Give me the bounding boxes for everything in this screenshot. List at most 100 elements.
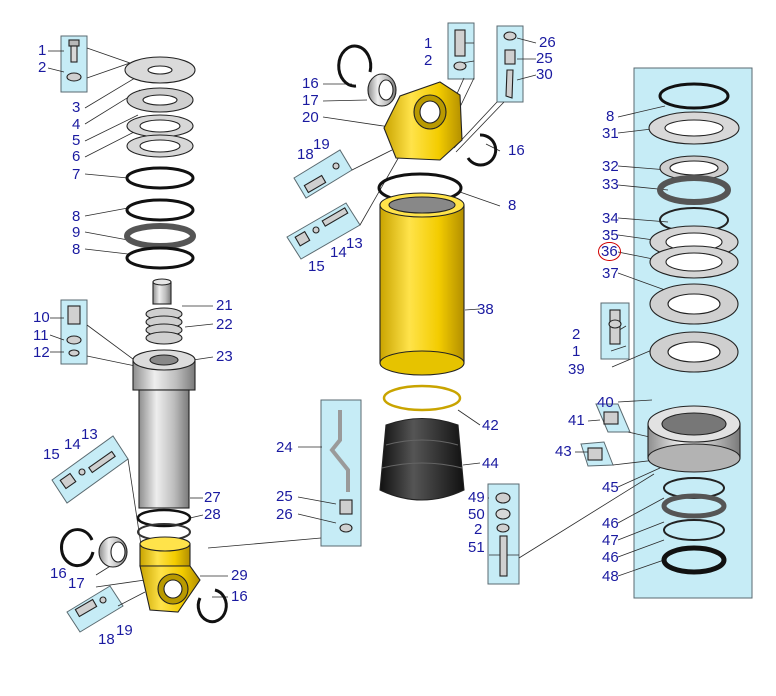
callout-43: 43 <box>555 443 572 460</box>
seal-27 <box>136 508 192 528</box>
nut-50 <box>495 508 511 520</box>
callout-48: 48 <box>602 568 619 585</box>
callout-30: 30 <box>536 66 553 83</box>
oring-7 <box>125 166 195 190</box>
callout-2: 2 <box>572 326 581 343</box>
callout-21: 21 <box>216 297 233 314</box>
washer-19-left <box>99 596 107 604</box>
highlight-circle: 36 <box>598 242 621 261</box>
callout-25: 25 <box>536 50 553 67</box>
callout-16: 16 <box>50 565 67 582</box>
washer-26-top <box>503 31 517 41</box>
washer-11 <box>66 335 82 345</box>
callout-14: 14 <box>330 244 347 261</box>
callout-35: 35 <box>602 227 619 244</box>
screw-13-left <box>88 450 116 474</box>
callout-49: 49 <box>468 489 485 506</box>
callout-38: 38 <box>477 301 494 318</box>
callout-41: 41 <box>568 412 585 429</box>
callout-50: 50 <box>468 506 485 523</box>
washer-49 <box>495 492 511 504</box>
snap-ring-16-top-left <box>337 44 373 88</box>
ring-42 <box>382 384 462 412</box>
nut-15-left <box>59 472 77 490</box>
washer-12 <box>68 349 80 357</box>
callout-39: 39 <box>568 361 585 378</box>
callout-16: 16 <box>231 588 248 605</box>
pipe-24 <box>329 410 350 492</box>
nipple-25-top <box>504 49 516 65</box>
callout-46: 46 <box>602 515 619 532</box>
callout-25: 25 <box>276 488 293 505</box>
callout-12: 12 <box>33 344 50 361</box>
callout-29: 29 <box>231 567 248 584</box>
oring-48 <box>661 545 727 575</box>
rod-eye-29 <box>139 536 201 613</box>
washer-14-left <box>78 468 86 476</box>
cylinder-barrel-23 <box>132 349 196 509</box>
callout-40: 40 <box>597 394 614 411</box>
callout-47: 47 <box>602 532 619 549</box>
screw-13-top <box>321 207 349 227</box>
callout-8: 8 <box>508 197 517 214</box>
callout-7: 7 <box>72 166 81 183</box>
washer-26-pipe <box>339 523 353 533</box>
stud-51 <box>499 535 508 577</box>
snap-ring-16-bottom <box>196 588 228 624</box>
callout-14: 14 <box>64 436 81 453</box>
callout-19: 19 <box>313 136 330 153</box>
hose-30 <box>505 69 514 99</box>
callout-3: 3 <box>72 99 81 116</box>
callout-2: 2 <box>38 59 47 76</box>
callout-8: 8 <box>72 208 81 225</box>
callout-20: 20 <box>302 109 319 126</box>
callout-15: 15 <box>308 258 325 275</box>
callout-51: 51 <box>468 539 485 556</box>
callout-37: 37 <box>602 265 619 282</box>
washer-14-top <box>312 226 320 234</box>
seal-47 <box>661 493 727 519</box>
callout-31: 31 <box>602 125 619 142</box>
callout-17: 17 <box>68 575 85 592</box>
plug-41 <box>603 411 619 425</box>
tube-38 <box>379 192 465 376</box>
callout-1: 1 <box>572 343 581 360</box>
fitting-18-top <box>303 174 327 194</box>
seal-33 <box>657 175 731 205</box>
callout-23: 23 <box>216 348 233 365</box>
callout-42: 42 <box>482 417 499 434</box>
washer-2-kit <box>496 523 510 533</box>
callout-13: 13 <box>346 235 363 252</box>
callout-18: 18 <box>98 631 115 648</box>
washer-2-left <box>66 72 82 82</box>
boot-44 <box>379 418 465 501</box>
housing-40 <box>647 405 741 473</box>
callout-32: 32 <box>602 158 619 175</box>
callout-34: 34 <box>602 210 619 227</box>
callout-26: 26 <box>539 34 556 51</box>
callout-16: 16 <box>508 142 525 159</box>
callout-15: 15 <box>43 446 60 463</box>
washer-2-top <box>453 61 467 71</box>
callout-45: 45 <box>602 479 619 496</box>
seal-9 <box>124 223 196 249</box>
callout-2: 2 <box>474 521 483 538</box>
oring-8-lower <box>125 246 195 270</box>
callout-16: 16 <box>302 75 319 92</box>
callout-19: 19 <box>116 622 133 639</box>
washer-19-top <box>332 162 340 170</box>
bolt-10 <box>67 305 81 325</box>
snap-ring-16-left <box>59 528 95 568</box>
callout-24: 24 <box>276 439 293 456</box>
seal-pack-22 <box>145 307 183 345</box>
callout-11: 11 <box>33 327 49 344</box>
callout-1: 1 <box>424 35 433 52</box>
callout-27: 27 <box>204 489 221 506</box>
plug-43 <box>587 447 603 461</box>
grease-fitting-18-left <box>74 598 98 618</box>
callout-44: 44 <box>482 455 499 472</box>
callout-6: 6 <box>72 148 81 165</box>
callout-36-highlighted: 36 <box>598 242 621 261</box>
